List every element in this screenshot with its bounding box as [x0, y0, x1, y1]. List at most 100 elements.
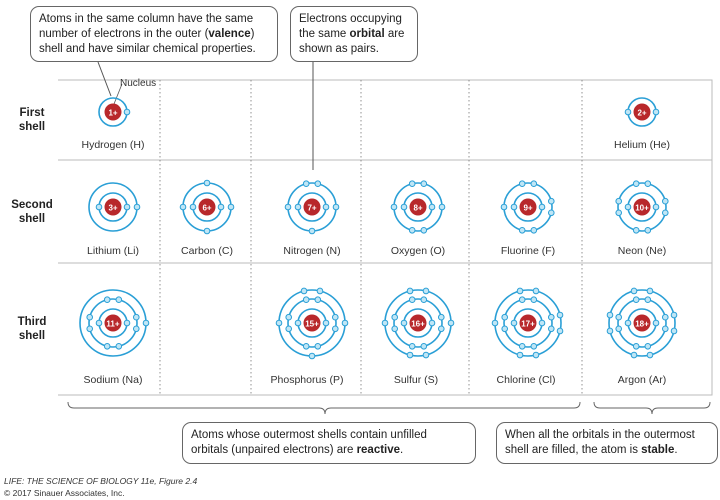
atoms: 1+2+3+6+7+8+9+10+11+15+16+17+18+: [79, 97, 678, 360]
electron: [428, 203, 436, 211]
electron: [95, 319, 103, 327]
electron: [644, 342, 652, 350]
electron: [516, 287, 524, 295]
electron: [332, 203, 340, 211]
electron-shell: [617, 298, 667, 348]
electron: [115, 342, 123, 350]
electron: [285, 313, 293, 321]
electron: [331, 325, 339, 333]
electron: [331, 313, 339, 321]
element-label-oxygen: Oxygen (O): [390, 245, 446, 257]
electron: [314, 180, 322, 188]
nucleus-charge: 2+: [637, 109, 646, 118]
atom-h: 1+: [98, 97, 131, 127]
electron: [652, 108, 660, 116]
nucleus: [519, 314, 537, 332]
element-label-neon: Neon (Ne): [617, 245, 667, 257]
electron: [644, 226, 652, 234]
electron: [132, 325, 140, 333]
electron: [203, 179, 211, 187]
electron: [316, 287, 324, 295]
electron: [437, 325, 445, 333]
row-label-second-shell: Second shell: [11, 199, 53, 225]
electron: [501, 313, 509, 321]
electron: [547, 197, 555, 205]
electron: [547, 209, 555, 217]
electron: [422, 351, 430, 359]
electron-shell: [287, 298, 337, 348]
element-label-lithium: Lithium (Li): [87, 245, 139, 257]
electron: [322, 203, 330, 211]
electron: [670, 327, 678, 335]
electron: [142, 319, 150, 327]
nucleus-charge: 11+: [106, 320, 119, 329]
electron: [86, 313, 94, 321]
nucleus-charge: 9+: [523, 204, 532, 213]
electron: [300, 287, 308, 295]
nucleus-charge: 7+: [307, 204, 316, 213]
electron: [632, 180, 640, 188]
electron: [408, 180, 416, 188]
nucleus: [409, 198, 427, 216]
electron: [516, 351, 524, 359]
electron-shell: [617, 182, 667, 232]
nucleus: [303, 314, 321, 332]
electron: [408, 226, 416, 234]
electron: [308, 352, 316, 360]
electron: [400, 319, 408, 327]
reactive-callout: Atoms whose outermost shells contain unf…: [182, 422, 476, 464]
electron: [646, 351, 654, 359]
nucleus: [198, 198, 216, 216]
orbital-callout: Electrons occupying the same orbital are…: [290, 6, 418, 62]
electron: [661, 197, 669, 205]
electron: [86, 325, 94, 333]
electron: [538, 203, 546, 211]
atom-cl: 17+: [491, 287, 564, 359]
electron: [624, 108, 632, 116]
electron: [644, 180, 652, 188]
nucleus: [303, 198, 321, 216]
electron: [532, 287, 540, 295]
electron: [308, 227, 316, 235]
electron: [606, 311, 614, 319]
nucleus-charge: 10+: [635, 204, 649, 213]
element-label-carbon: Carbon (C): [181, 245, 233, 257]
electron: [284, 203, 292, 211]
electron: [314, 296, 322, 304]
nucleus-charge: 16+: [411, 320, 425, 329]
electron: [518, 296, 526, 304]
electron: [294, 203, 302, 211]
electron: [123, 108, 131, 116]
electron: [661, 313, 669, 321]
electron: [630, 351, 638, 359]
electron: [556, 327, 564, 335]
element-label-argon: Argon (Ar): [617, 374, 667, 386]
electron: [275, 319, 283, 327]
atom-n: 7+: [284, 180, 340, 235]
electron: [406, 351, 414, 359]
atom-s: 16+: [381, 287, 455, 359]
element-label-sodium: Sodium (Na): [83, 374, 143, 386]
electron: [422, 287, 430, 295]
electron: [95, 203, 103, 211]
electron: [661, 209, 669, 217]
electron: [381, 319, 389, 327]
nucleus-label: Nucleus: [120, 78, 157, 89]
electron: [670, 311, 678, 319]
electron: [437, 313, 445, 321]
electron: [302, 342, 310, 350]
nucleus: [633, 198, 651, 216]
electron: [491, 319, 499, 327]
element-label-sulfur: Sulfur (S): [393, 374, 439, 386]
electron: [532, 351, 540, 359]
electron: [530, 226, 538, 234]
nucleus: [104, 103, 122, 121]
electron: [217, 203, 225, 211]
stable-brace: [593, 401, 711, 415]
electron: [632, 342, 640, 350]
callout-pointers: [97, 61, 314, 170]
electron: [123, 319, 131, 327]
reactive-brace: [67, 401, 581, 415]
electron: [661, 325, 669, 333]
